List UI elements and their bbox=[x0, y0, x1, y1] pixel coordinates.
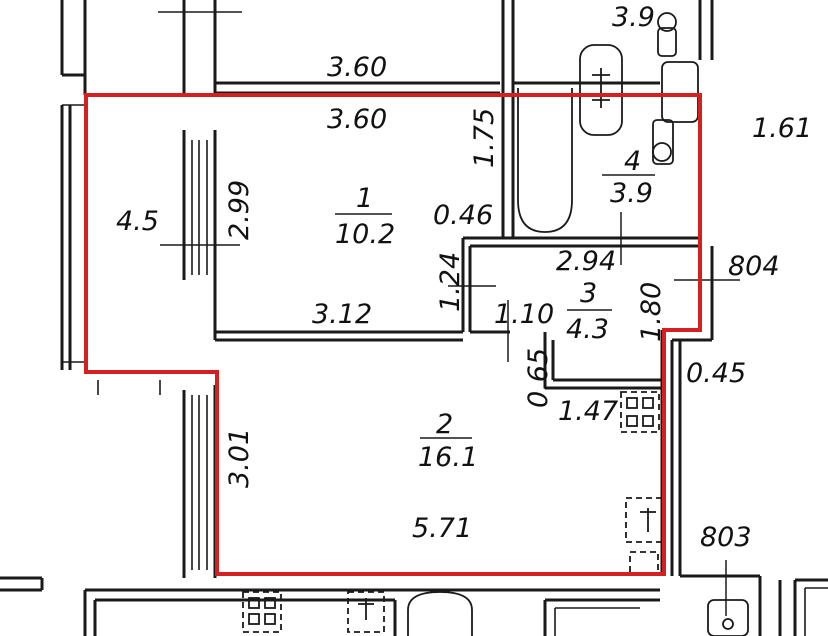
dimension-1-10: 1.10 bbox=[494, 299, 554, 330]
room-1-number: 1 bbox=[356, 183, 373, 214]
stove-icon bbox=[620, 391, 660, 433]
sink-lower bbox=[652, 142, 672, 162]
sink-upper bbox=[657, 12, 677, 32]
dimension-3-60-room: 3.60 bbox=[327, 104, 387, 135]
room-2-number: 2 bbox=[436, 409, 453, 440]
labels: 3.60 3.60 1.75 1.61 3.9 4 3.9 4.5 2.99 1… bbox=[116, 2, 812, 553]
bathtub bbox=[517, 88, 573, 233]
room-3-area: 4.3 bbox=[566, 314, 609, 345]
dimension-lines bbox=[160, 174, 740, 616]
neighbor-bathtub bbox=[407, 591, 473, 636]
toilet bbox=[579, 44, 623, 136]
dimension-4-5: 4.5 bbox=[116, 206, 159, 237]
room-2-area: 16.1 bbox=[418, 442, 478, 473]
room-3-number: 3 bbox=[580, 278, 597, 309]
fixtures bbox=[242, 12, 749, 636]
neighbor-804: 804 bbox=[728, 251, 780, 282]
upper-room-area: 3.9 bbox=[612, 2, 655, 33]
dimension-2-94: 2.94 bbox=[556, 246, 616, 277]
room-4-area: 3.9 bbox=[610, 178, 653, 209]
kitchen-sink-icon bbox=[625, 497, 663, 575]
room-4-number: 4 bbox=[624, 146, 641, 177]
neighbor-stove-icon bbox=[242, 591, 282, 633]
dimension-0-46: 0.46 bbox=[433, 200, 493, 231]
dimension-0-65: 0.65 bbox=[523, 348, 554, 408]
dimension-1-75: 1.75 bbox=[469, 108, 500, 168]
neighbor-right-sink bbox=[707, 599, 749, 636]
dimension-1-47: 1.47 bbox=[558, 396, 618, 427]
dimension-3-12: 3.12 bbox=[312, 299, 372, 330]
dimension-3-60-top: 3.60 bbox=[327, 52, 387, 83]
dimension-1-24: 1.24 bbox=[435, 252, 466, 312]
room-1-area: 10.2 bbox=[335, 219, 395, 250]
neighbor-803: 803 bbox=[700, 522, 752, 553]
neighbor-sink-icon bbox=[347, 591, 385, 633]
dimension-0-45: 0.45 bbox=[686, 358, 746, 389]
dimension-3-01: 3.01 bbox=[224, 428, 255, 488]
dimension-1-61: 1.61 bbox=[752, 113, 812, 144]
apartment-outline bbox=[84, 93, 702, 576]
dimension-1-80: 1.80 bbox=[636, 282, 667, 342]
dimension-5-71: 5.71 bbox=[412, 513, 472, 544]
dimension-2-99: 2.99 bbox=[224, 180, 255, 240]
